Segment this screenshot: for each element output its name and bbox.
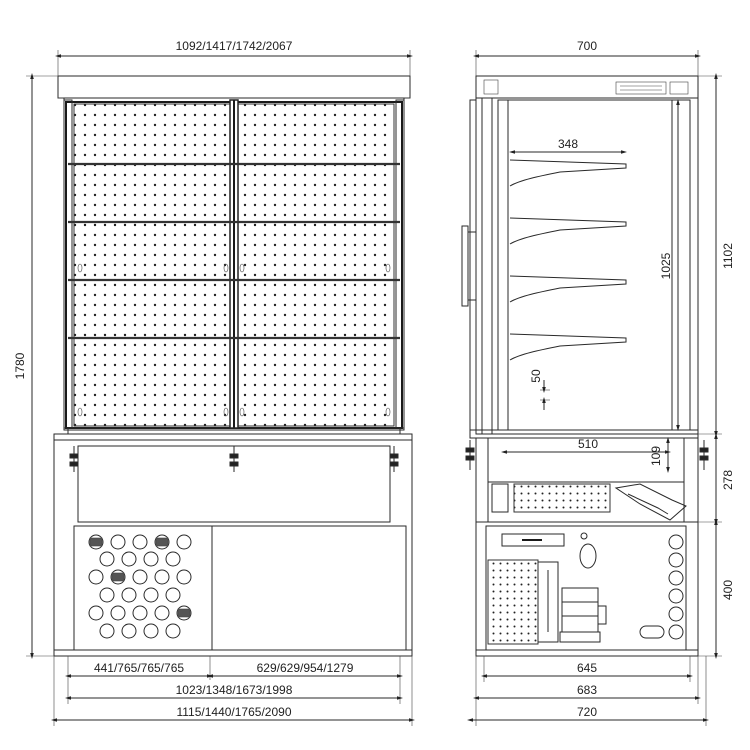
side-evaporator-grille [513,483,611,513]
dim-small-gap: 50 [529,369,543,383]
front-base-cabinet [53,439,413,657]
front-dimensions: 1092/1417/1742/2067 1780 441/765/765/765… [13,39,415,726]
dim-lower-right: 629/629/954/1279 [257,661,354,675]
side-canopy [475,75,699,99]
dim-lower-left: 441/765/765/765 [94,661,184,675]
front-perforated-panel-left [73,103,231,427]
dim-base-width-3: 720 [577,705,597,719]
front-perforated-panel-right [237,103,395,427]
front-adjustment-bolts [69,446,399,472]
side-shelves [509,159,627,361]
dim-base-small: 109 [649,446,663,466]
dim-base-width-1: 645 [577,661,597,675]
side-view [461,75,709,657]
dim-top-width: 1092/1417/1742/2067 [176,39,293,53]
dim-shelf-depth: 348 [558,137,578,151]
front-shelves [68,162,400,340]
front-view [53,75,413,657]
dim-base-depth: 510 [578,437,598,451]
dim-base-width-2: 683 [577,683,597,697]
side-dimensions: 700 348 1025 1102 50 510 109 278 400 [467,39,735,726]
dim-middle-height: 278 [721,470,735,490]
side-machine-compartment [475,521,699,657]
side-compressor [561,587,599,633]
dim-top-depth: 700 [577,39,597,53]
dim-inner-height: 1025 [659,252,673,279]
dim-bottom-height: 400 [721,580,735,600]
front-vent-holes [88,534,192,639]
side-vent-holes [668,534,684,640]
dim-total-height: 1780 [13,352,27,379]
side-condenser [487,559,539,645]
dim-base-inner-width: 1023/1348/1673/1998 [176,683,293,697]
side-door-handle [461,225,469,307]
front-canopy [57,75,411,99]
dim-overall-width: 1115/1440/1765/2090 [176,705,291,719]
dim-total-upper-height: 1102 [721,243,735,269]
